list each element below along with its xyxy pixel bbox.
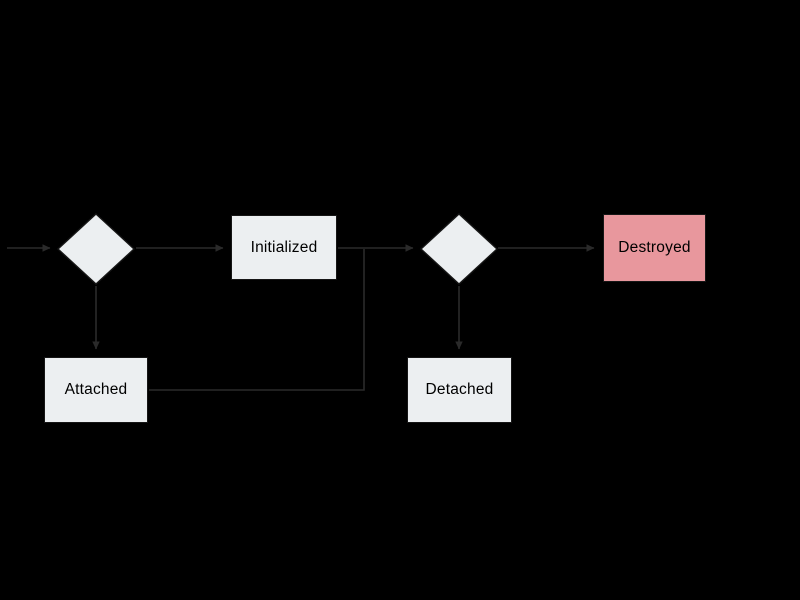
node-detached-label: Detached xyxy=(425,381,494,398)
node-attached: Attached xyxy=(44,357,148,423)
node-destroyed-label: Destroyed xyxy=(618,239,691,256)
node-destroyed: Destroyed xyxy=(603,214,706,282)
decision-diamond-1 xyxy=(56,213,136,285)
node-detached: Detached xyxy=(407,357,512,423)
node-initialized: Initialized xyxy=(231,215,337,280)
edge-group xyxy=(7,244,595,391)
decision-group xyxy=(56,213,499,285)
decision-diamond-2 xyxy=(419,213,499,285)
edge-attached-to-decision2 xyxy=(149,249,365,391)
node-initialized-label: Initialized xyxy=(250,238,318,256)
node-attached-label: Attached xyxy=(64,381,128,398)
